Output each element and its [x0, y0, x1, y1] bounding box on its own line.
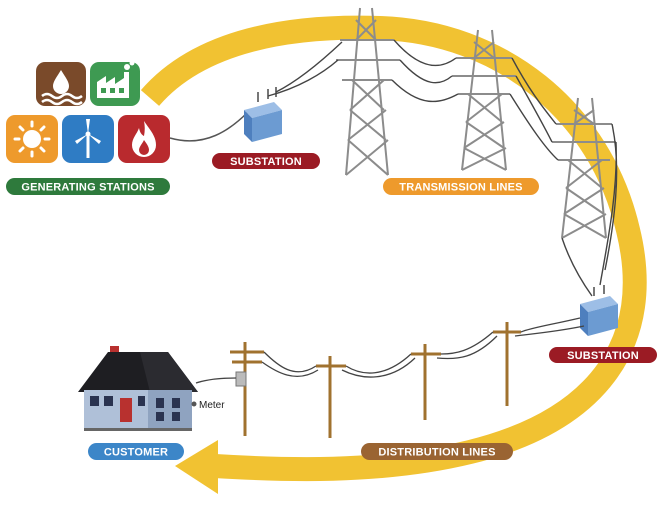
transmission-lines-label: TRANSMISSION LINES — [399, 182, 522, 194]
pole-transformer — [235, 371, 247, 387]
label-generating-stations: GENERATING STATIONS — [6, 178, 170, 195]
wind-icon — [62, 115, 114, 163]
transmission-towers — [336, 7, 616, 239]
label-substation-right: SUBSTATION — [549, 347, 657, 363]
hydro-icon — [36, 62, 86, 106]
pole-3 — [411, 344, 441, 420]
generating-stations-label: GENERATING STATIONS — [21, 182, 154, 194]
tower-1 — [336, 7, 400, 176]
distribution-wires — [195, 317, 585, 384]
distribution-lines-label: DISTRIBUTION LINES — [378, 447, 495, 459]
tower-2 — [452, 29, 516, 171]
meter-label: Meter — [199, 400, 225, 411]
generator-line — [169, 111, 249, 142]
customer-label: CUSTOMER — [104, 447, 168, 459]
flow-arrow — [140, 15, 647, 494]
tower-3 — [552, 97, 616, 239]
substation-top-label: SUBSTATION — [230, 156, 302, 168]
factory-icon — [90, 60, 140, 106]
label-substation-top: SUBSTATION — [212, 153, 320, 169]
pole-4 — [493, 322, 521, 406]
generating-icons — [6, 60, 170, 163]
pole-1 — [230, 342, 264, 436]
label-customer: CUSTOMER — [88, 443, 184, 460]
transmission-wires — [267, 39, 618, 297]
label-transmission-lines: TRANSMISSION LINES — [383, 178, 539, 195]
distribution-poles — [230, 322, 521, 438]
customer-house — [78, 346, 198, 431]
solar-icon — [6, 115, 58, 163]
substation-top-transformer — [244, 87, 282, 142]
substation-right-transformer — [580, 285, 618, 336]
meter-icon — [191, 401, 197, 407]
pole-2 — [316, 356, 346, 438]
substation-right-label: SUBSTATION — [567, 350, 639, 362]
label-distribution-lines: DISTRIBUTION LINES — [361, 443, 513, 460]
fire-icon — [118, 115, 170, 163]
